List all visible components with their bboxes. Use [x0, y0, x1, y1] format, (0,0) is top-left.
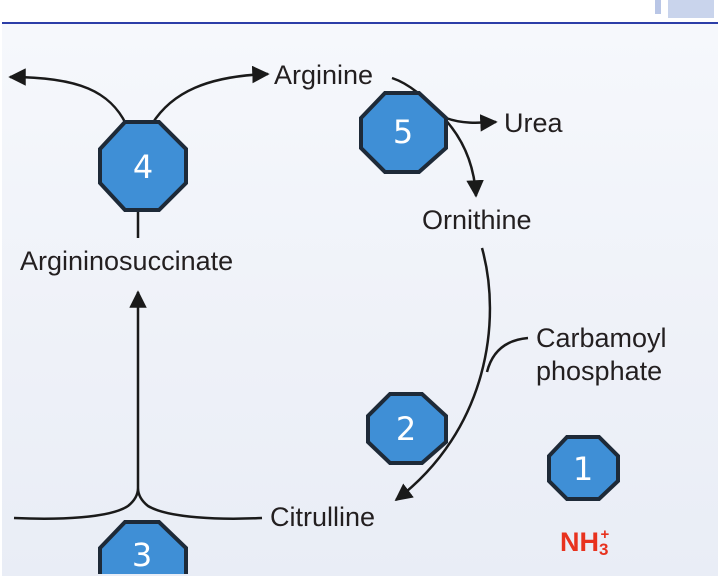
label-carbamoyl-line1: Carbamoyl	[536, 323, 667, 353]
step-3-badge: 3	[98, 520, 188, 574]
label-arginine: Arginine	[274, 60, 374, 90]
step-1-number: 1	[573, 450, 593, 488]
arrow-step4-left	[8, 68, 128, 125]
step-5-number: 5	[393, 113, 413, 151]
label-citrulline: Citrulline	[270, 502, 376, 532]
label-ammonium: NH3+	[560, 526, 609, 560]
step-4-number: 4	[133, 148, 153, 186]
step-5-badge: 5	[359, 91, 448, 174]
step-2-badge: 2	[366, 392, 448, 465]
step-4-badge: 4	[98, 120, 188, 212]
corner-decoration-square	[668, 0, 714, 18]
arrow-step4-to-arginine	[150, 65, 270, 125]
label-carbamoyl-line2: phosphate	[536, 356, 663, 386]
ammonium-base: NH	[560, 527, 599, 557]
ammonium-subscript: 3	[599, 540, 609, 559]
arrow-to-urea	[445, 114, 498, 132]
arrow-ornithine-to-citrulline	[394, 247, 492, 502]
line-citrulline-bracket	[13, 487, 263, 520]
corner-decoration-bar	[655, 0, 661, 14]
label-ornithine: Ornithine	[422, 205, 532, 235]
step-2-number: 2	[396, 410, 416, 448]
step-1-badge: 1	[547, 435, 620, 501]
step-3-number: 3	[132, 536, 152, 574]
line-carbamoyl-phosphate-join	[485, 336, 529, 373]
label-carbamoyl-phosphate: Carbamoyl phosphate	[536, 322, 667, 388]
label-urea: Urea	[504, 108, 563, 138]
ammonium-charge: +	[600, 526, 610, 543]
label-argininosuccinate: Argininosuccinate	[20, 246, 234, 276]
